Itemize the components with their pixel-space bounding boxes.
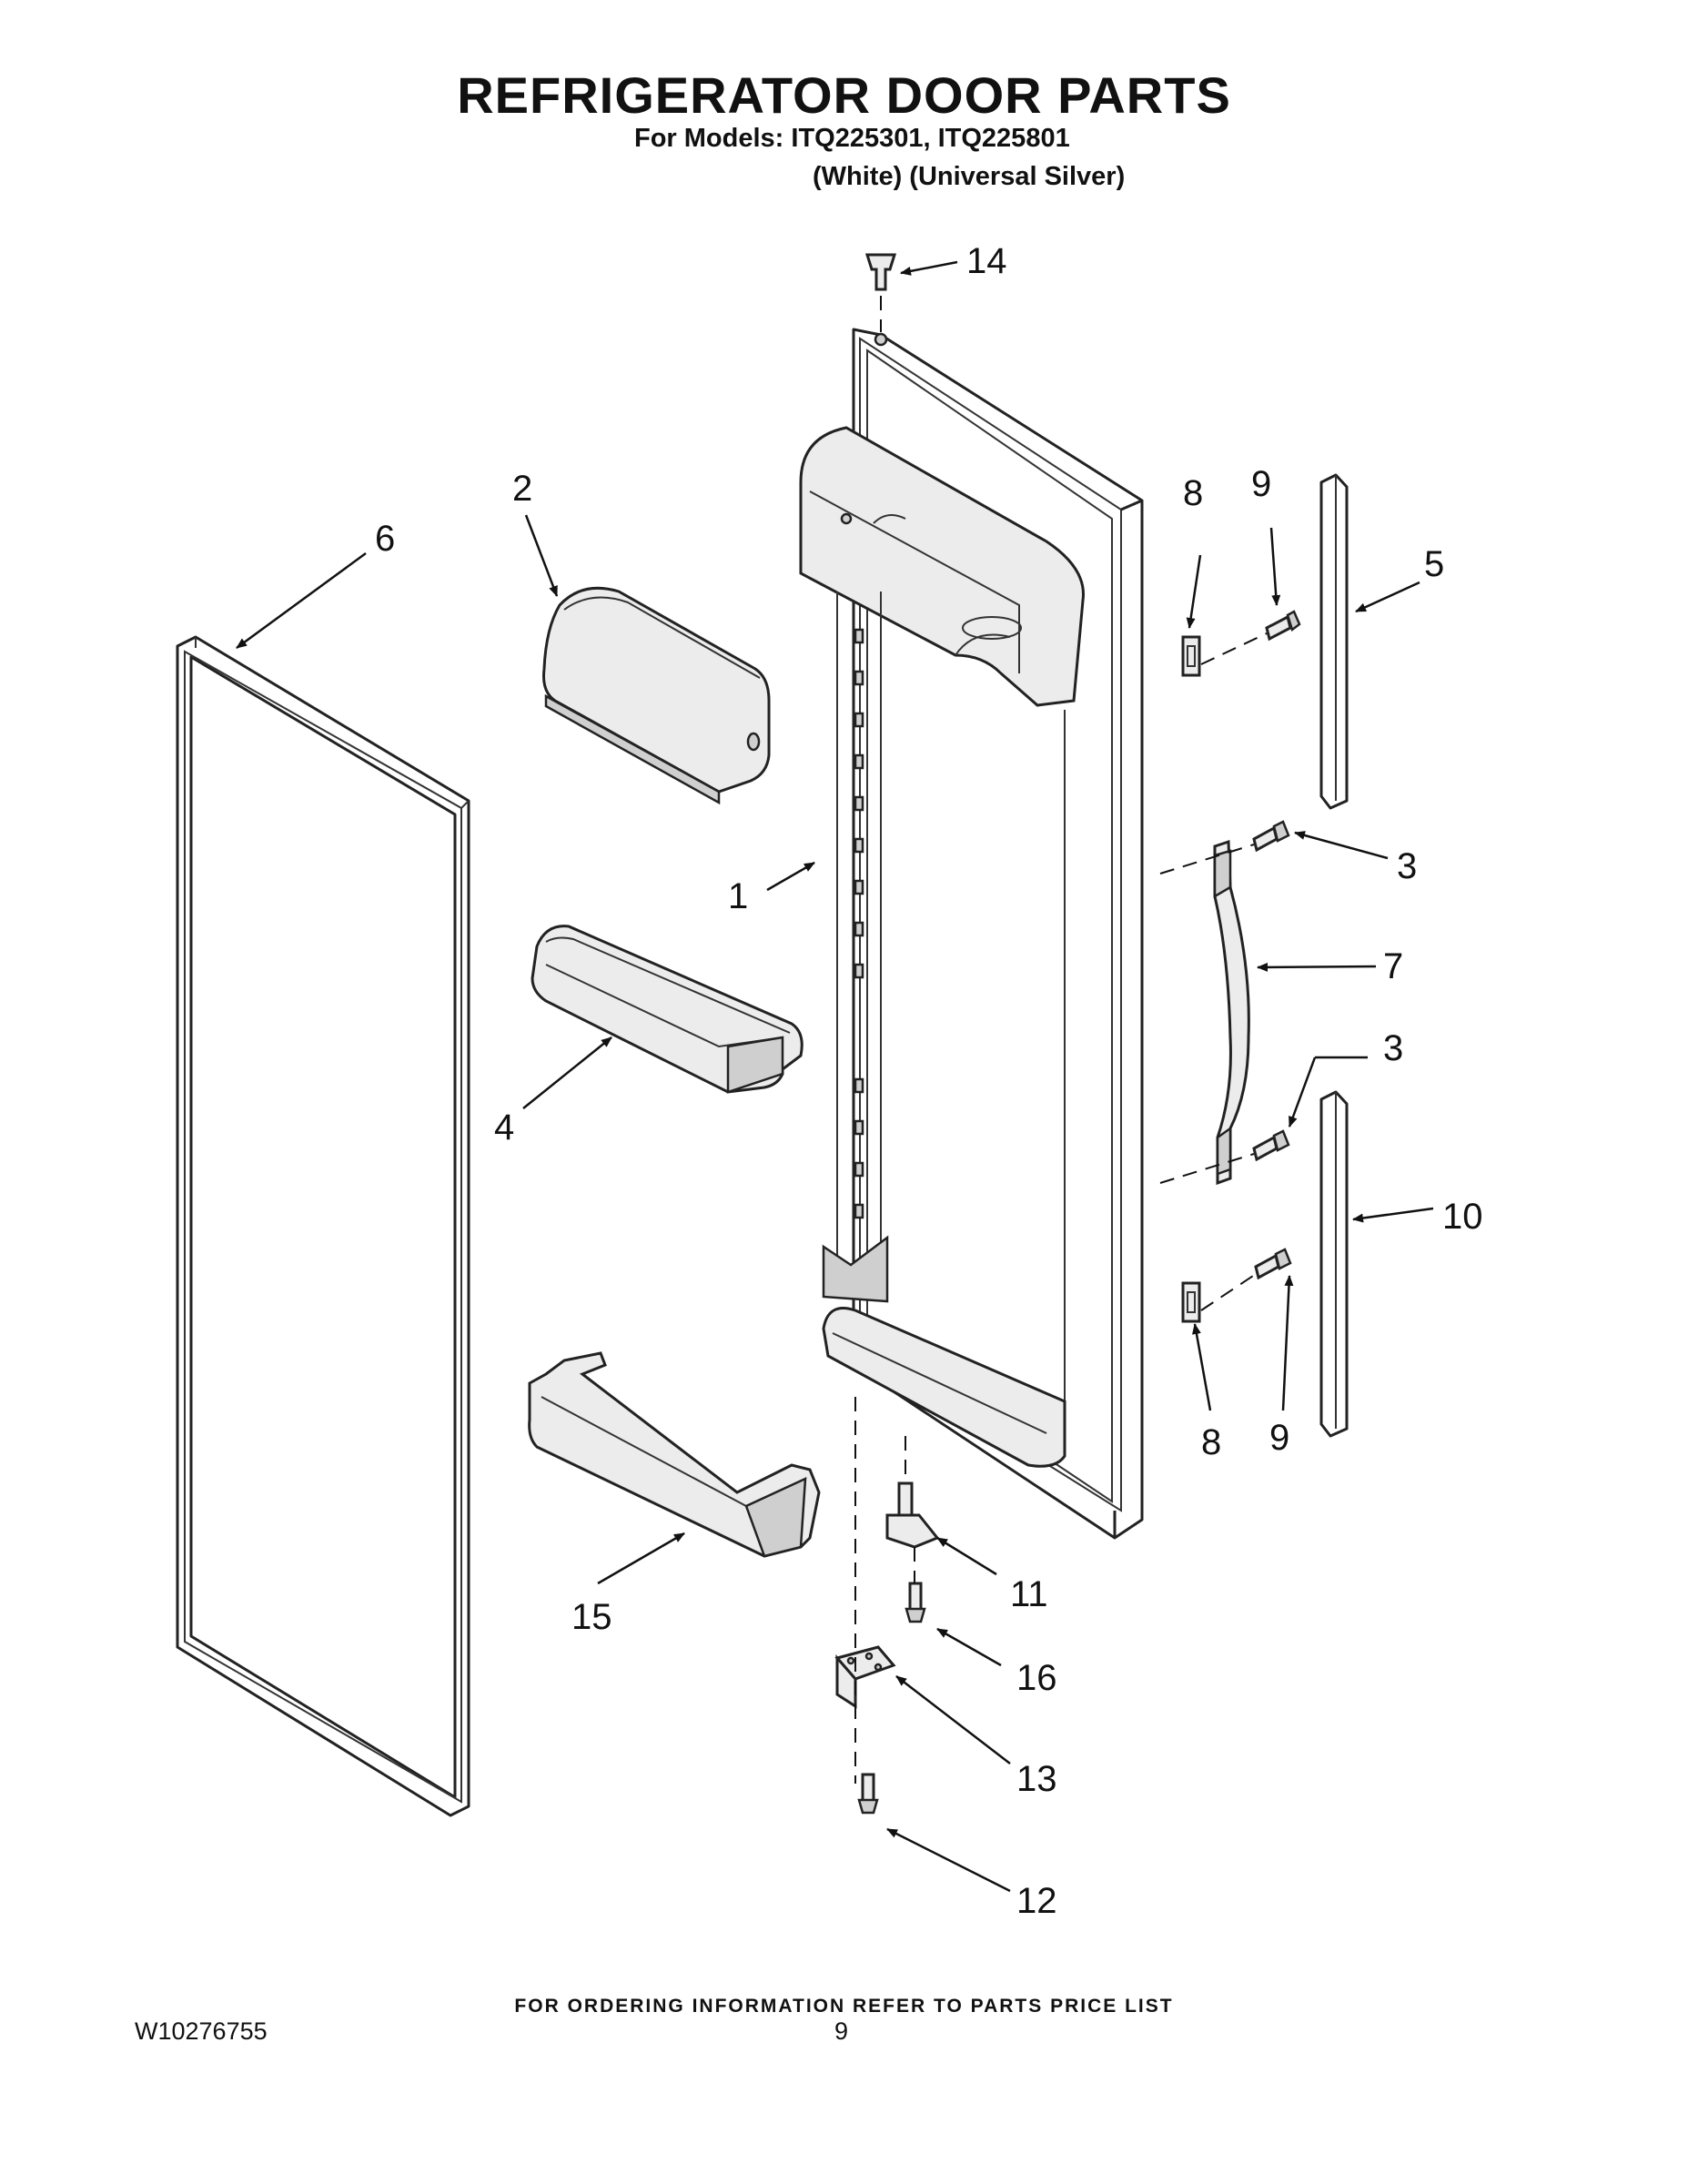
screw-9-lower-part — [1254, 1248, 1292, 1280]
callout-12: 12 — [1016, 1881, 1057, 1921]
hinge-pin-part — [885, 1481, 940, 1549]
callout-2: 2 — [512, 469, 532, 509]
callout-13: 13 — [1016, 1759, 1057, 1799]
callout-5: 5 — [1424, 544, 1444, 584]
callout-15: 15 — [571, 1597, 612, 1637]
dairy-door-part — [542, 586, 771, 805]
lower-door-bin-part — [528, 1351, 821, 1558]
callout-3b: 3 — [1383, 1028, 1403, 1068]
door-handle-part — [1213, 839, 1250, 1186]
callout-14: 14 — [966, 241, 1007, 281]
callout-labels: 14 2 6 8 9 5 3 1 7 3 4 10 8 9 11 15 16 1… — [375, 241, 1483, 1921]
bottom-hinge-part — [834, 1645, 896, 1709]
upper-trim-strip-part — [1319, 473, 1349, 810]
shelf-cleats — [854, 628, 864, 1219]
lower-trim-strip-part — [1319, 1090, 1349, 1438]
callout-8a: 8 — [1183, 473, 1203, 513]
callout-1: 1 — [728, 876, 748, 916]
trim-clip-lower-part — [1181, 1281, 1201, 1323]
callout-6: 6 — [375, 519, 395, 559]
assembly-lines — [854, 296, 1268, 1784]
trim-clip-upper-part — [1181, 635, 1201, 677]
leader-lines — [236, 260, 1434, 1893]
callout-3a: 3 — [1397, 846, 1417, 886]
door-gasket-part — [176, 635, 470, 1817]
screw-3-lower-part — [1252, 1129, 1290, 1162]
callout-9a: 9 — [1251, 464, 1271, 504]
screw-12-part — [857, 1773, 879, 1815]
callout-7: 7 — [1383, 946, 1403, 986]
callout-4: 4 — [494, 1107, 514, 1148]
callout-10: 10 — [1442, 1197, 1483, 1237]
callout-9b: 9 — [1269, 1418, 1289, 1458]
upper-door-bin-part — [531, 925, 804, 1094]
screw-3-upper-part — [1252, 820, 1290, 853]
callout-8b: 8 — [1201, 1422, 1221, 1462]
door-liner-part — [799, 328, 1144, 1540]
screw-16-part — [905, 1582, 926, 1623]
page-title: REFRIGERATOR DOOR PARTS — [457, 66, 1231, 124]
document-number: W10276755 — [135, 2017, 268, 2045]
screw-9-upper-part — [1265, 610, 1301, 642]
models-line: For Models: ITQ225301, ITQ225801 — [634, 124, 1070, 153]
ordering-note: FOR ORDERING INFORMATION REFER TO PARTS … — [514, 1996, 1174, 2017]
colors-line: (White) (Universal Silver) — [813, 162, 1126, 191]
hinge-plug-part — [864, 253, 897, 347]
callout-11: 11 — [1010, 1574, 1048, 1614]
page-number: 9 — [834, 2017, 849, 2045]
callout-16: 16 — [1016, 1658, 1057, 1698]
